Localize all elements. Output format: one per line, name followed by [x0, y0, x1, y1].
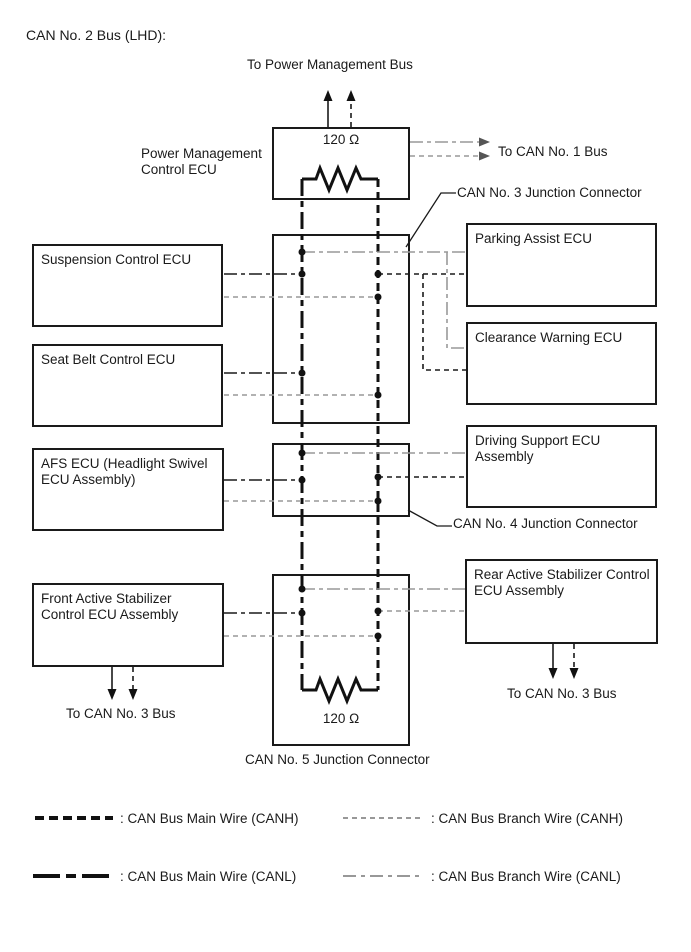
branch-clearance-warning-canl: [446, 252, 466, 349]
pointer-can-no4-label: [407, 509, 452, 527]
arrow-down-icon: [128, 689, 138, 700]
ecu-box-seat-belt: Seat Belt Control ECU: [32, 344, 223, 427]
ecu-box-front-stabilizer: Front Active Stabilizer Control ECU Asse…: [32, 583, 224, 667]
ecu-box-rear-stabilizer: Rear Active Stabilizer Control ECU Assem…: [465, 559, 658, 644]
legend-label-branch-canl: : CAN Bus Branch Wire (CANL): [431, 869, 621, 884]
arrow-down-icon: [569, 668, 579, 679]
arrow-down-icon: [107, 689, 117, 700]
diagram-title: CAN No. 2 Bus (LHD):: [26, 27, 167, 43]
can-no4-junction-label: CAN No. 4 Junction Connector: [453, 516, 638, 531]
arrow-up-icon: [346, 90, 356, 101]
can-no3-junction-connector-box: [272, 234, 410, 424]
arrow-right-icon: [479, 151, 490, 161]
power-management-ecu-label: Power Management Control ECU: [141, 146, 262, 177]
can-no4-junction-connector-box: [272, 443, 410, 517]
to-can-no3-bus-left-label: To CAN No. 3 Bus: [66, 706, 176, 721]
legend-label-main-canh: : CAN Bus Main Wire (CANH): [120, 811, 299, 826]
ecu-box-parking-assist: Parking Assist ECU: [466, 223, 657, 307]
arrow-down-icon: [548, 668, 558, 679]
ecu-box-afs: AFS ECU (Headlight Swivel ECU Assembly): [32, 448, 224, 531]
resistor-value-bottom: 120 Ω: [322, 711, 360, 726]
to-can-no1-bus-label: To CAN No. 1 Bus: [498, 144, 608, 159]
ecu-box-suspension: Suspension Control ECU: [32, 244, 223, 327]
ecu-box-driving-support: Driving Support ECU Assembly: [466, 425, 657, 508]
pointer-can-no3-label: [405, 192, 456, 248]
arrow-right-icon: [479, 137, 490, 147]
can-no5-junction-label: CAN No. 5 Junction Connector: [245, 752, 430, 767]
legend-label-branch-canh: : CAN Bus Branch Wire (CANH): [431, 811, 624, 826]
can-no3-junction-label: CAN No. 3 Junction Connector: [457, 185, 642, 200]
resistor-value-top: 120 Ω: [322, 132, 360, 147]
can-no5-junction-connector-box: [272, 574, 410, 746]
branch-clearance-warning-canh: [422, 274, 466, 371]
arrow-up-icon: [323, 90, 333, 101]
to-power-management-bus-label: To Power Management Bus: [247, 57, 413, 72]
to-can-no3-bus-right-label: To CAN No. 3 Bus: [507, 686, 617, 701]
legend-label-main-canl: : CAN Bus Main Wire (CANL): [120, 869, 297, 884]
ecu-box-clearance-warning: Clearance Warning ECU: [466, 322, 657, 405]
